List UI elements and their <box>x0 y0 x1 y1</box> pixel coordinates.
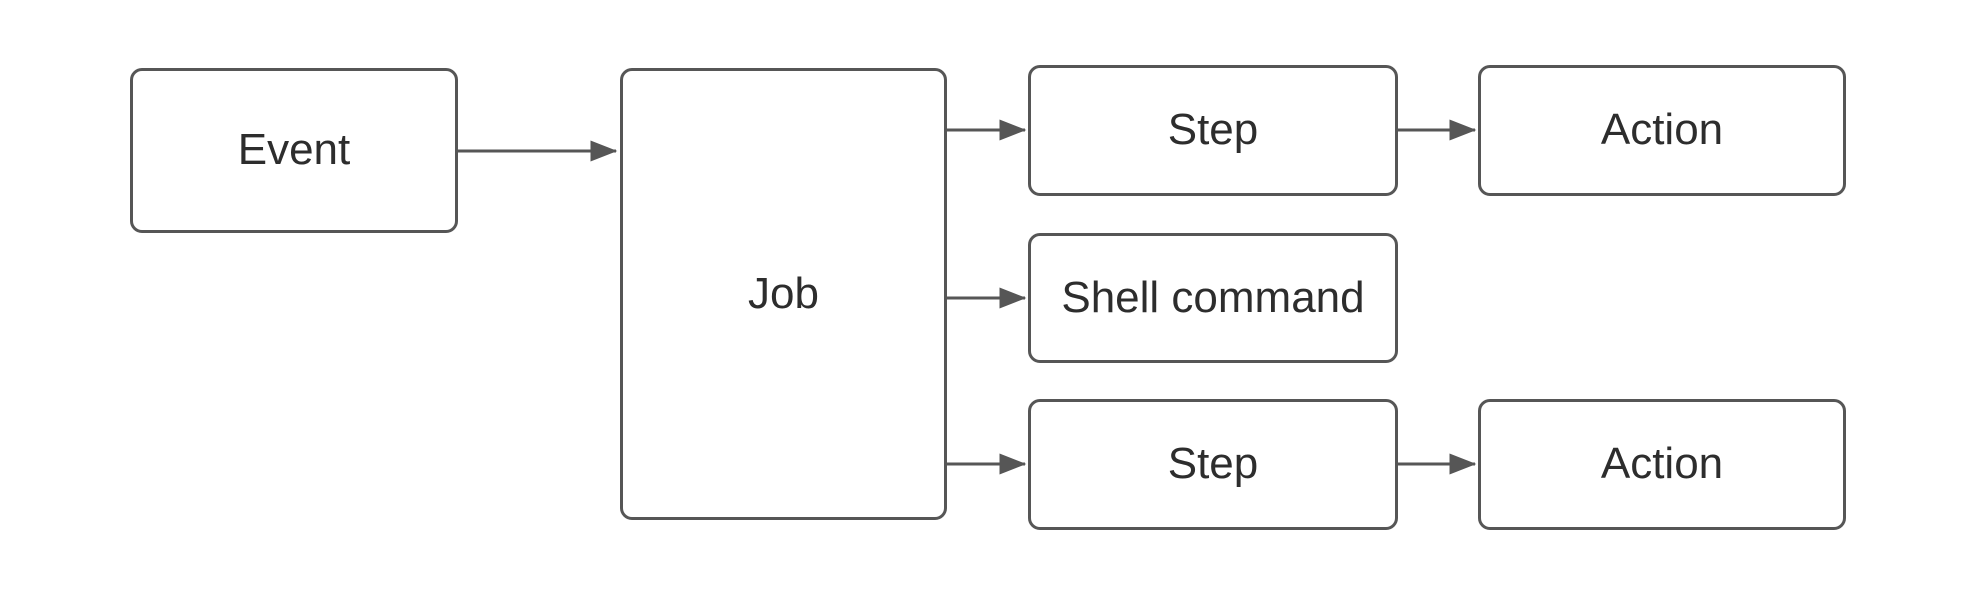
node-event-label: Event <box>237 125 351 175</box>
node-action-top: Action <box>1478 65 1846 196</box>
node-step-bottom: Step <box>1028 399 1398 530</box>
node-shell-command: Shell command <box>1028 233 1398 363</box>
node-event: Event <box>130 68 458 233</box>
node-job-label: Job <box>748 268 819 318</box>
node-step-top-label: Step <box>1167 105 1259 155</box>
node-job: Job <box>620 68 947 520</box>
node-step-bottom-label: Step <box>1167 439 1259 489</box>
node-shell-command-label: Shell command <box>1061 272 1365 322</box>
node-action-bottom: Action <box>1478 399 1846 530</box>
node-action-top-label: Action <box>1600 105 1724 155</box>
node-step-top: Step <box>1028 65 1398 196</box>
node-action-bottom-label: Action <box>1600 439 1724 489</box>
